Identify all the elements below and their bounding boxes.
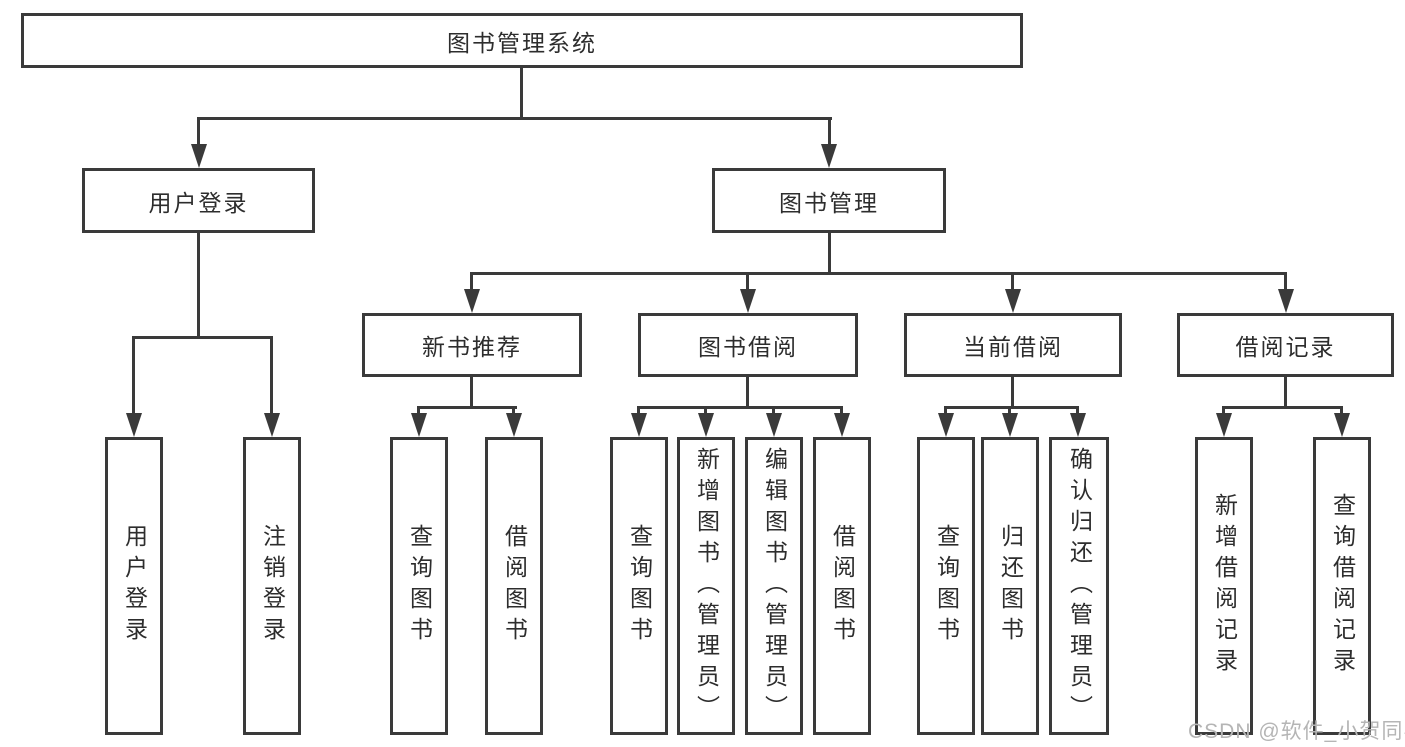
- connector-line: [746, 377, 749, 408]
- connector-line: [470, 377, 473, 408]
- connector-line: [1222, 406, 1225, 415]
- leaf-bb-edit-books-admin: 编辑图书（管理员）: [745, 437, 803, 735]
- connector-line: [637, 406, 640, 415]
- connector-line: [1222, 406, 1343, 409]
- node-book-borrowing: 图书借阅: [638, 313, 858, 377]
- connector-line: [840, 406, 843, 415]
- node-current-borrowing: 当前借阅: [904, 313, 1122, 377]
- leaf-logout-login: 注销登录: [243, 437, 301, 735]
- node-new-book-recommendation-label: 新书推荐: [422, 334, 522, 360]
- leaf-cb-query-books: 查询图书: [917, 437, 975, 735]
- leaf-br-add-record: 新增借阅记录: [1195, 437, 1253, 735]
- arrow-down-icon: [126, 413, 142, 437]
- arrow-down-icon: [191, 144, 207, 168]
- leaf-cb-return-books-label: 归还图书: [997, 524, 1024, 648]
- arrow-down-icon: [1005, 289, 1021, 313]
- node-book-management-label: 图书管理: [779, 189, 879, 216]
- connector-line: [270, 336, 273, 415]
- leaf-user-login: 用户登录: [105, 437, 163, 735]
- leaf-bb-borrow-books: 借阅图书: [813, 437, 871, 735]
- connector-line: [1340, 406, 1343, 415]
- leaf-bb-query-books: 查询图书: [610, 437, 668, 735]
- arrow-down-icon: [938, 413, 954, 437]
- connector-line: [520, 68, 523, 118]
- connector-line: [1284, 377, 1287, 408]
- connector-line: [197, 117, 832, 120]
- node-current-borrowing-label: 当前借阅: [963, 334, 1063, 360]
- arrow-down-icon: [1334, 413, 1350, 437]
- node-book-borrowing-label: 图书借阅: [698, 334, 798, 360]
- connector-line: [512, 406, 515, 415]
- leaf-cb-confirm-return-admin: 确认归还（管理员）: [1049, 437, 1109, 735]
- arrow-down-icon: [821, 144, 837, 168]
- node-borrowing-records-label: 借阅记录: [1235, 334, 1336, 360]
- leaf-nb-borrow-books-label: 借阅图书: [501, 524, 528, 648]
- connector-line: [1008, 406, 1011, 415]
- arrow-down-icon: [698, 413, 714, 437]
- arrow-down-icon: [766, 413, 782, 437]
- leaf-bb-borrow-books-label: 借阅图书: [829, 524, 856, 648]
- connector-line: [704, 406, 707, 415]
- leaf-bb-query-books-label: 查询图书: [626, 524, 653, 648]
- arrow-down-icon: [464, 289, 480, 313]
- leaf-nb-query-books-label: 查询图书: [406, 524, 433, 648]
- arrow-down-icon: [411, 413, 427, 437]
- connector-line: [746, 272, 749, 292]
- connector-line: [132, 336, 135, 415]
- connector-line: [470, 272, 473, 292]
- connector-line: [197, 233, 200, 338]
- leaf-logout-login-label: 注销登录: [259, 524, 286, 648]
- leaf-cb-return-books: 归还图书: [981, 437, 1039, 735]
- node-borrowing-records: 借阅记录: [1177, 313, 1394, 377]
- connector-line: [132, 336, 273, 339]
- leaf-cb-query-books-label: 查询图书: [933, 524, 960, 648]
- connector-line: [1011, 377, 1014, 408]
- connector-line: [197, 117, 200, 147]
- connector-line: [470, 272, 1287, 275]
- connector-line: [828, 233, 831, 275]
- node-user-login-label: 用户登录: [148, 189, 249, 216]
- connector-line: [1011, 272, 1014, 292]
- arrow-down-icon: [1216, 413, 1232, 437]
- watermark-text: CSDN @软件_小贺同学: [1188, 720, 1405, 743]
- arrow-down-icon: [264, 413, 280, 437]
- connector-line: [772, 406, 775, 415]
- arrow-down-icon: [506, 413, 522, 437]
- leaf-cb-confirm-return-admin-label: 确认归还（管理员）: [1066, 446, 1093, 726]
- node-user-login: 用户登录: [82, 168, 315, 233]
- connector-line: [1076, 406, 1079, 415]
- arrow-down-icon: [1278, 289, 1294, 313]
- leaf-br-add-record-label: 新增借阅记录: [1211, 493, 1238, 679]
- leaf-br-query-record: 查询借阅记录: [1313, 437, 1371, 735]
- connector-line: [417, 406, 420, 415]
- arrow-down-icon: [1070, 413, 1086, 437]
- leaf-bb-edit-books-admin-label: 编辑图书（管理员）: [761, 446, 788, 726]
- connector-line: [637, 406, 843, 409]
- connector-line: [828, 117, 831, 147]
- leaf-nb-query-books: 查询图书: [390, 437, 448, 735]
- arrow-down-icon: [740, 289, 756, 313]
- node-book-management: 图书管理: [712, 168, 946, 233]
- node-root-label: 图书管理系统: [447, 29, 597, 56]
- connector-line: [944, 406, 947, 415]
- leaf-user-login-label: 用户登录: [121, 524, 148, 648]
- connector-line: [1284, 272, 1287, 292]
- leaf-br-query-record-label: 查询借阅记录: [1329, 493, 1356, 679]
- connector-line: [944, 406, 1079, 409]
- leaf-bb-add-books-admin: 新增图书（管理员）: [677, 437, 735, 735]
- leaf-nb-borrow-books: 借阅图书: [485, 437, 543, 735]
- node-root: 图书管理系统: [21, 13, 1023, 68]
- arrow-down-icon: [1002, 413, 1018, 437]
- connector-line: [417, 406, 517, 409]
- arrow-down-icon: [834, 413, 850, 437]
- leaf-bb-add-books-admin-label: 新增图书（管理员）: [693, 446, 720, 726]
- node-new-book-recommendation: 新书推荐: [362, 313, 582, 377]
- arrow-down-icon: [631, 413, 647, 437]
